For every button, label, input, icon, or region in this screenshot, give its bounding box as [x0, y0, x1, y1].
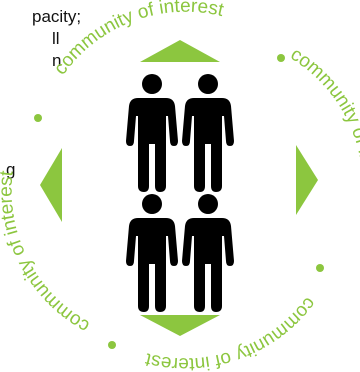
person-icon [182, 74, 234, 192]
arrow-left-icon [40, 148, 62, 222]
arrow-down-icon [140, 315, 220, 336]
person-icon [126, 74, 178, 192]
clipped-line-3: n [52, 51, 62, 70]
clipped-line-2: ll [52, 29, 60, 48]
svg-text:community of interest: community of interest [143, 293, 320, 372]
arrow-right-icon [296, 145, 318, 215]
ring-dot [316, 264, 324, 272]
clipped-paragraph: pacity; ll n [0, 6, 80, 72]
clipped-line-4: g [6, 160, 16, 179]
arrow-up-icon [140, 40, 220, 62]
ring-dot [108, 341, 116, 349]
ring-dot [34, 114, 42, 122]
person-icon [126, 194, 178, 312]
ring-text-bottom: community of interest [143, 293, 320, 372]
svg-text:community of interest: community of interest [50, 0, 226, 79]
ring-dot [277, 54, 285, 62]
ring-text-top: community of interest [50, 0, 226, 79]
person-icon [182, 194, 234, 312]
clipped-line-1: pacity; [32, 7, 80, 26]
